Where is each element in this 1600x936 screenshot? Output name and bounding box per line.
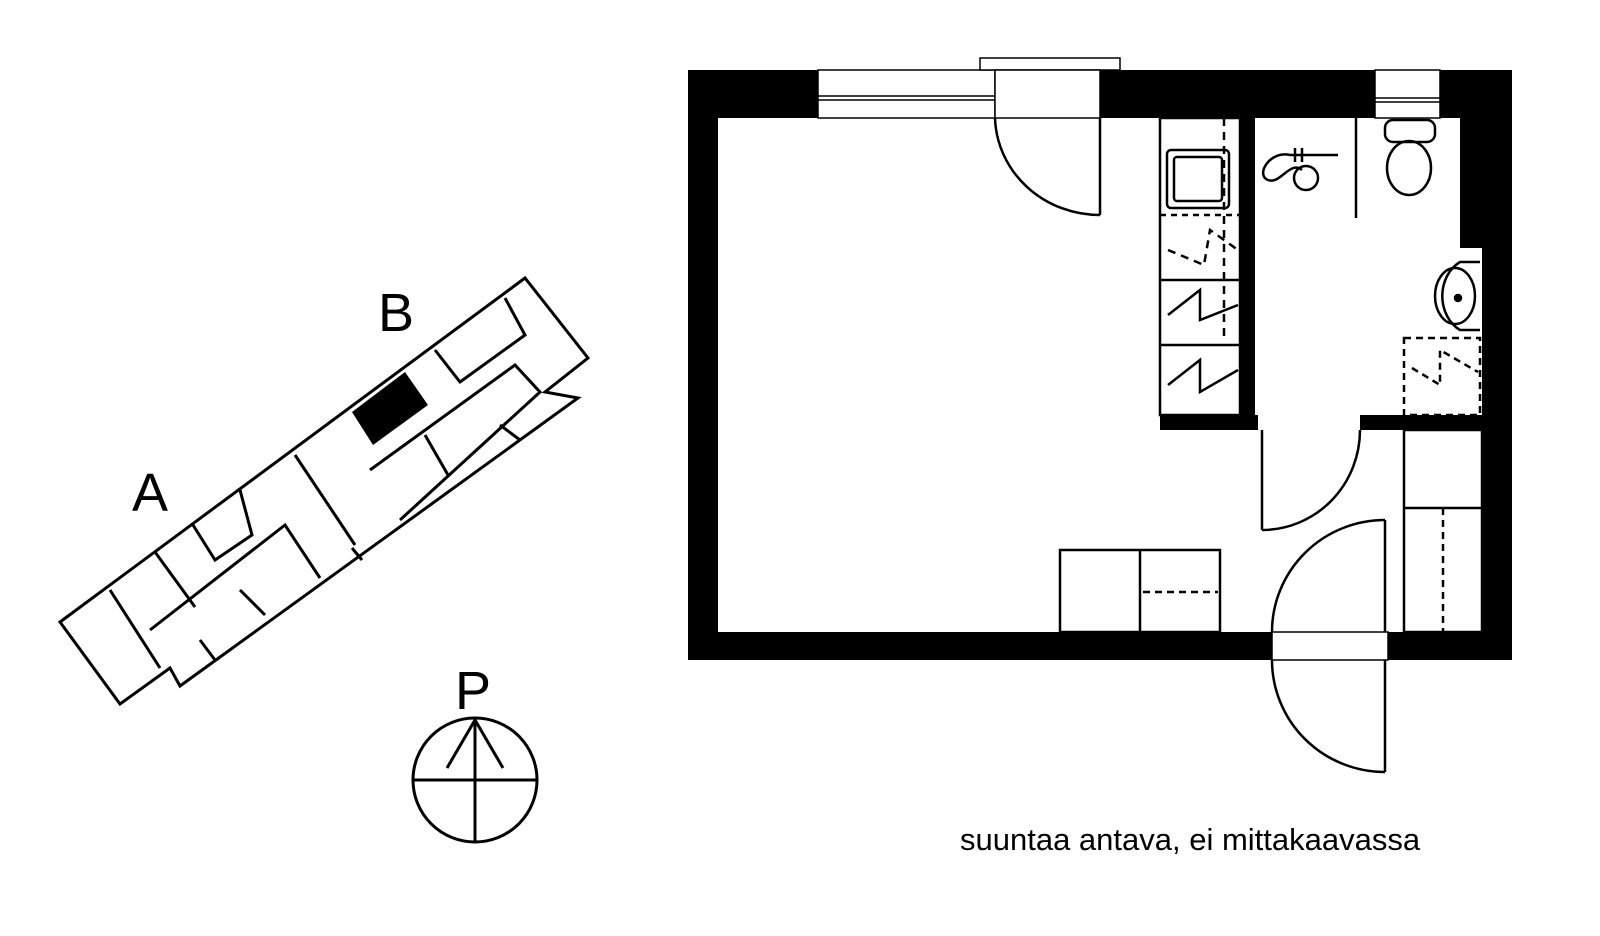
building-label-a: A (132, 463, 169, 523)
shower-icon (1261, 148, 1338, 182)
site-plan (57, 275, 591, 707)
building-inner-lines (369, 363, 543, 522)
bathroom-fixtures (1261, 118, 1482, 417)
toilet-icon (1383, 118, 1437, 197)
building-inner-lines (293, 454, 357, 546)
washbasin-icon (1433, 260, 1480, 332)
apartment-highlight (352, 372, 428, 445)
kitchenette (1158, 116, 1242, 417)
building-inner-lines (433, 297, 527, 385)
building-inner-lines (238, 588, 267, 617)
compass-north-label: P (455, 661, 492, 721)
building-label-b: B (378, 283, 415, 343)
building-outline (57, 275, 591, 707)
building-inner-lines (499, 423, 521, 442)
building-inner-lines (423, 434, 450, 476)
building-inner-lines (191, 489, 254, 563)
building-inner-lines (149, 522, 322, 632)
closet (1402, 428, 1484, 634)
building-inner-lines (350, 547, 364, 561)
building-inner-lines (153, 551, 197, 608)
building-inner-lines (198, 639, 217, 661)
stove-icon (1165, 148, 1231, 210)
storage-cabinet (1058, 548, 1222, 634)
building-inner-lines (108, 589, 162, 669)
compass (411, 716, 539, 844)
scale-disclaimer: suuntaa antava, ei mittakaavassa (960, 822, 1421, 857)
windows (817, 57, 1441, 661)
doors (993, 117, 1387, 774)
